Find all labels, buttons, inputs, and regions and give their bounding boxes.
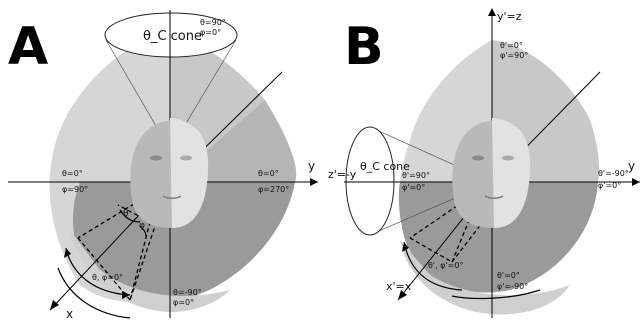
panel-b-top-phi: φ'=90° [500, 51, 528, 60]
panel-a-bottom-phi: φ=0° [173, 298, 194, 307]
panel-b-y-label: y [628, 159, 635, 173]
panel-b-cone [345, 126, 493, 236]
panel-a-left-theta: θ=0° [62, 169, 83, 178]
panel-a-y-label: y [308, 159, 315, 173]
panel-b-left-axis-label: z'=-y [328, 168, 357, 181]
panel-b: B θ_C cone y'=z y z'=-y x'=x θ'=0° φ'=90… [328, 8, 640, 318]
panel-b-bottom-lobe [400, 240, 570, 315]
panel-a-arc-arrow [122, 291, 130, 299]
panel-a: A θ_C cone y x θ=90° φ=0° θ=0° φ=90° θ=0… [8, 10, 318, 321]
panel-a-phi-symbol: φ [139, 221, 145, 231]
panel-a-arc-arrow-2 [64, 248, 71, 258]
panel-b-y-arrow [632, 178, 640, 186]
panel-a-cone-label: θ_C cone [143, 29, 202, 44]
panel-a-cone [104, 12, 238, 151]
panel-a-left-phi: φ=90° [62, 185, 88, 194]
panel-b-left-theta: θ'=90° [402, 171, 430, 180]
panel-a-arcs [57, 209, 147, 319]
panel-a-bottom-theta: θ=-90° [173, 288, 202, 297]
panel-b-right-theta: θ'=-90° [598, 169, 629, 178]
panel-a-head [130, 118, 209, 228]
panel-b-arc-arrow [402, 242, 409, 252]
panel-a-right-phi: φ=270° [258, 185, 289, 194]
panel-a-letter: A [8, 17, 48, 77]
panel-b-head [452, 118, 531, 228]
panel-b-left-phi: φ'=0° [402, 183, 425, 192]
panel-b-bottom-theta: θ'=0° [497, 271, 520, 280]
panel-b-top-theta: θ'=0° [500, 41, 523, 50]
panel-b-vertical-arrow [488, 8, 496, 16]
panel-a-lower-wedge [72, 182, 296, 301]
panel-a-top-phi: φ=0° [200, 28, 221, 37]
panel-b-x-label: x'=x [386, 280, 412, 293]
panel-b-letter: B [344, 17, 384, 77]
panel-b-top-axis-label: y'=z [497, 10, 522, 23]
panel-a-origin-label: θ, φ=0° [92, 273, 123, 282]
panel-a-right-theta: θ=0° [258, 169, 279, 178]
panel-b-cone-label: θ_C cone [360, 160, 410, 173]
panel-b-origin-label: θ', φ'=0° [428, 261, 463, 270]
panel-a-bottom-lobe [70, 230, 230, 312]
panel-b-x-arrow [398, 290, 407, 300]
panel-a-theta-symbol: θ [123, 209, 129, 219]
panel-a-y-arrow [310, 178, 318, 186]
panel-a-x-label: x [66, 307, 73, 321]
panel-b-bottom-phi: φ'=-90° [497, 282, 528, 291]
panel-a-top-theta: θ=90° [200, 18, 226, 27]
panel-a-x-arrow [50, 300, 59, 310]
panel-b-right-phi: φ'=0° [598, 181, 621, 190]
panel-b-lower-wedge [398, 182, 598, 293]
